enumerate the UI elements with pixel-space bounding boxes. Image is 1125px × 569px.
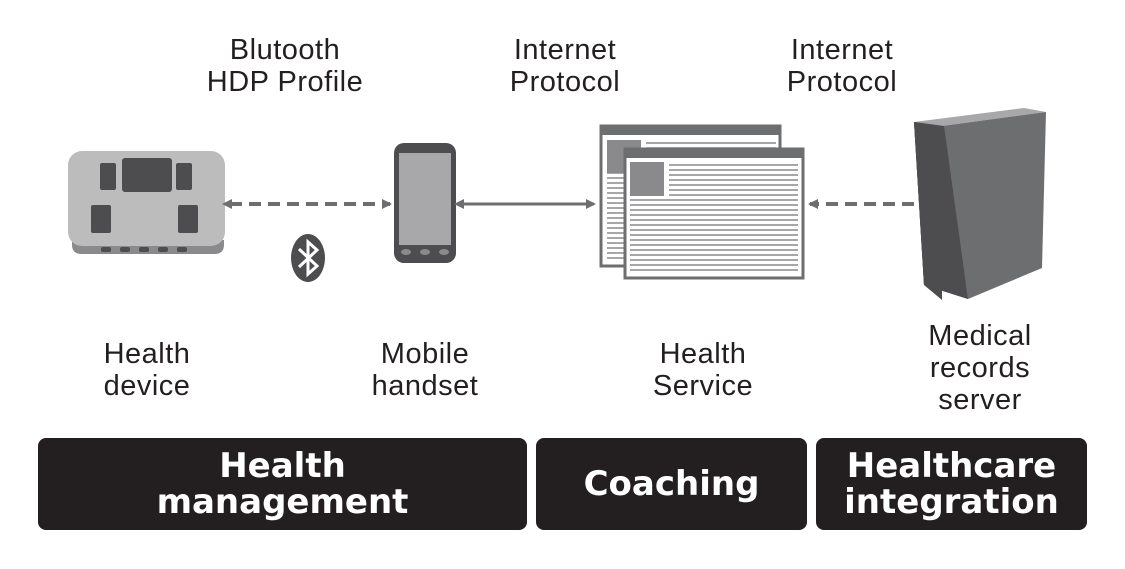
category-label-line: Coaching bbox=[583, 464, 760, 504]
node-label-health-service: Health Service bbox=[628, 338, 778, 402]
node-label-line: Medical bbox=[928, 320, 1032, 352]
node-label-line: server bbox=[938, 384, 1022, 416]
category-label-line: integration bbox=[844, 482, 1059, 522]
node-label-line: records bbox=[929, 352, 1031, 384]
connection-label-internet-2: Internet Protocol bbox=[767, 34, 917, 98]
web-pages-icon bbox=[599, 124, 805, 280]
node-label-line: device bbox=[103, 370, 191, 402]
category-healthcare-integration: Healthcare integration bbox=[816, 438, 1087, 530]
category-coaching: Coaching bbox=[536, 438, 807, 530]
category-label-line: management bbox=[156, 482, 409, 522]
node-label-line: Service bbox=[652, 370, 754, 402]
health-device-icon bbox=[68, 151, 225, 254]
web-page-front bbox=[623, 147, 805, 280]
connection-label-line: Internet bbox=[790, 34, 894, 66]
node-label-line: Health bbox=[659, 338, 747, 370]
bluetooth-icon bbox=[291, 234, 325, 282]
category-label-line: Health bbox=[219, 446, 346, 486]
node-label-health-device: Health device bbox=[72, 338, 222, 402]
connection-label-line: Protocol bbox=[509, 66, 621, 98]
connection-label-bluetooth: Blutooth HDP Profile bbox=[195, 34, 375, 98]
connection-label-line: Internet bbox=[513, 34, 617, 66]
node-label-mobile-handset: Mobile handset bbox=[350, 338, 500, 402]
category-health-management: Health management bbox=[38, 438, 527, 530]
node-label-line: Mobile bbox=[380, 338, 470, 370]
connection-label-line: HDP Profile bbox=[206, 66, 364, 98]
mobile-phone-icon bbox=[394, 143, 456, 263]
node-label-line: handset bbox=[371, 370, 479, 402]
server-icon bbox=[914, 108, 1046, 300]
connection-label-internet-1: Internet Protocol bbox=[490, 34, 640, 98]
node-label-medical-records-server: Medical records server bbox=[905, 320, 1055, 416]
connection-label-line: Blutooth bbox=[229, 34, 341, 66]
connection-label-line: Protocol bbox=[786, 66, 898, 98]
node-label-line: Health bbox=[103, 338, 191, 370]
category-label-line: Healthcare bbox=[846, 446, 1057, 486]
